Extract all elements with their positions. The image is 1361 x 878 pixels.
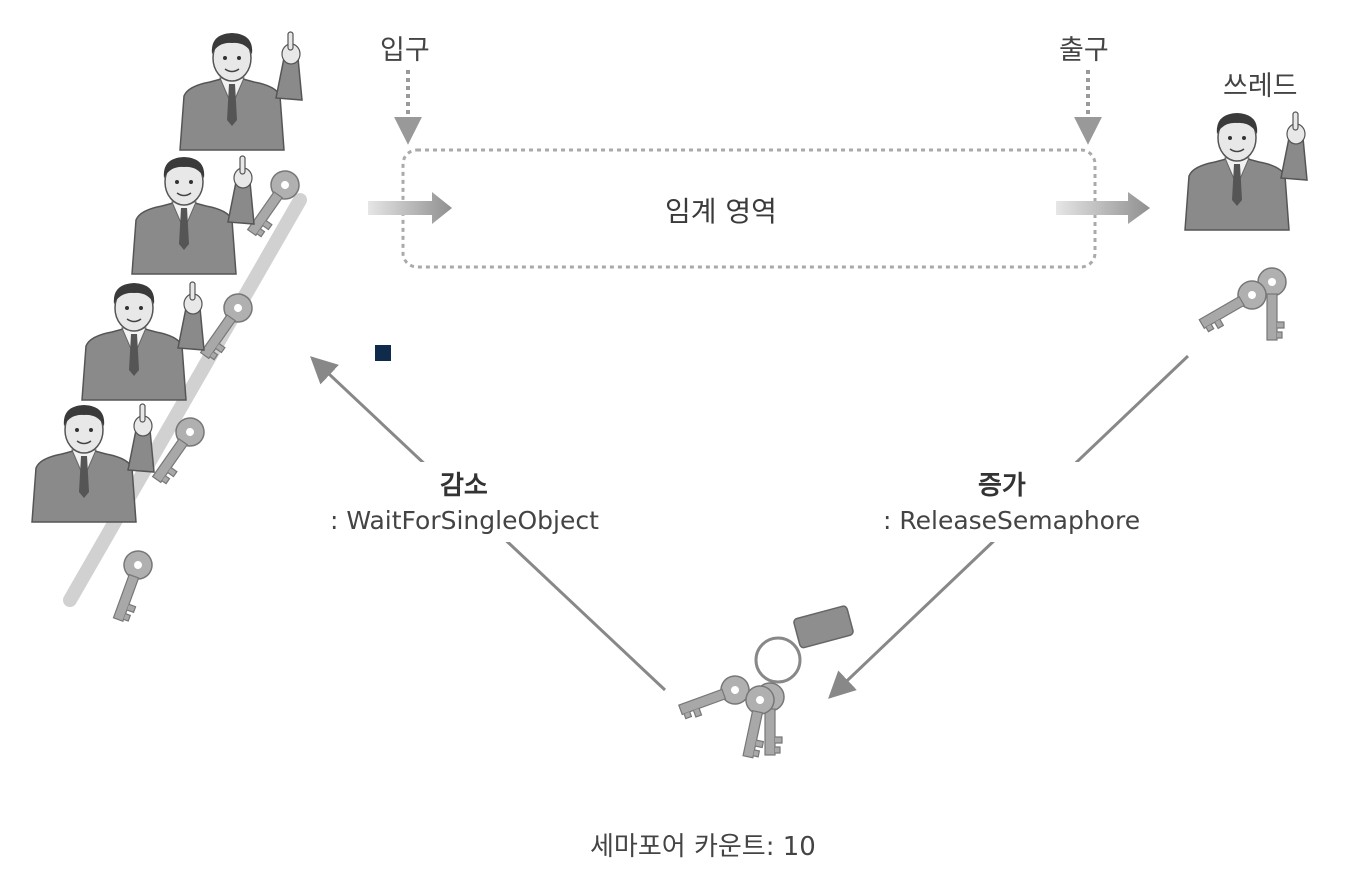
active-thread-figure [1184,111,1308,341]
person-icon [131,155,255,275]
exit-label: 출구 [1059,35,1109,66]
person-icon [179,31,303,151]
key-icon [192,287,259,365]
key-icon [104,546,157,626]
decrease-function-label: : WaitForSingleObject [330,506,599,535]
person-icon [1184,111,1308,231]
critical-section-label: 임계 영역 [665,195,777,228]
marker-square [375,345,391,361]
decrease-label: 감소 [440,471,488,501]
person-icon [81,281,205,401]
key-ring-icon [674,605,854,761]
increase-label: 증가 [978,471,1026,501]
enter-arrow [368,192,452,224]
thread-label: 쓰레드 [1223,71,1298,102]
entry-label: 입구 [380,35,430,66]
increase-function-label: : ReleaseSemaphore [883,506,1141,535]
person-icon [31,403,155,523]
key-icon [1194,275,1272,337]
leave-arrow [1056,192,1150,224]
semaphore-count-label: 세마포어 카운트: 10 [590,832,816,862]
waiting-threads-figure [31,31,307,626]
